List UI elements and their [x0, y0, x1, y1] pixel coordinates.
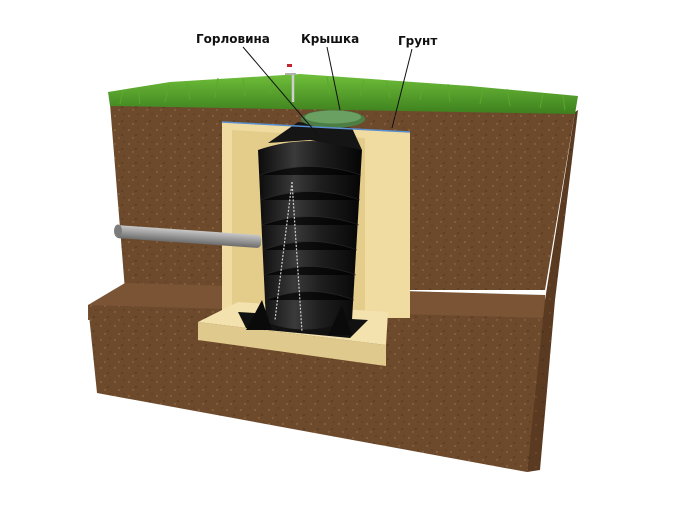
tank-lid-top [305, 110, 361, 124]
leader-soil [391, 48, 413, 129]
grass-blades [119, 76, 566, 111]
chain [274, 181, 303, 333]
label-lid: Крышка [301, 32, 360, 46]
soil-lower-side [527, 300, 555, 472]
surface-edge [221, 121, 411, 133]
tank-ribs [259, 166, 362, 301]
tank-body [258, 141, 362, 330]
soil-right-side [545, 110, 578, 300]
inlet-pipe [115, 225, 262, 248]
label-neck: Горловина [196, 32, 270, 46]
label-soil: Грунт [398, 34, 438, 48]
soil-lower-front [88, 305, 545, 472]
leader-neck [242, 46, 319, 136]
inlet-pipe-end [114, 224, 122, 238]
leader-lid [326, 46, 341, 111]
tank-neck [268, 122, 362, 150]
tank-foot-right [328, 305, 352, 335]
vent-valve-icon [287, 64, 292, 67]
sand-base-front [198, 322, 386, 366]
tank-foot-left [246, 300, 272, 330]
grass [108, 74, 578, 114]
